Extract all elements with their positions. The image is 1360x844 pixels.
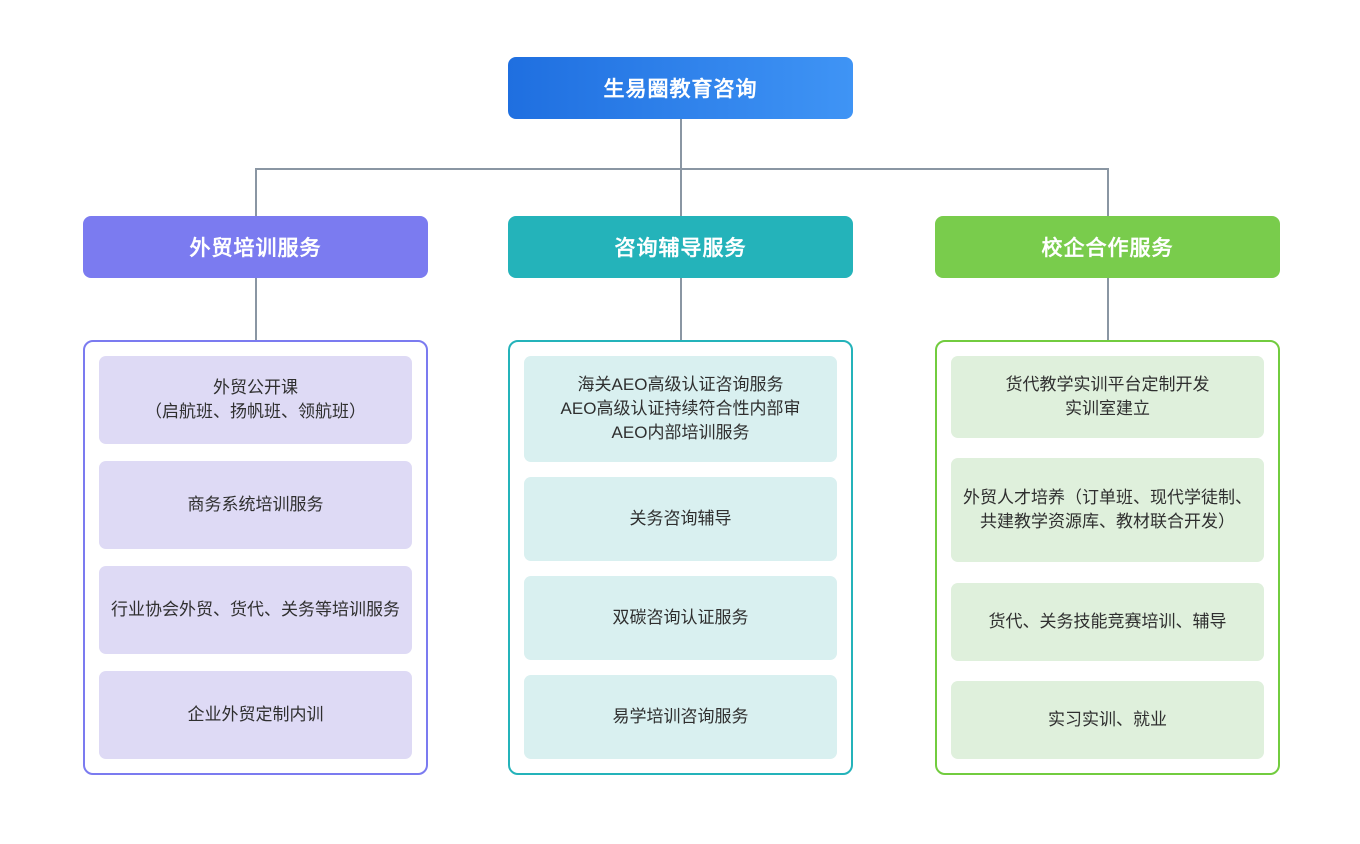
item-card[interactable]: 易学培训咨询服务 <box>524 675 837 759</box>
connector-horizontal-bus <box>255 168 1107 170</box>
branch-header-2[interactable]: 咨询辅导服务 <box>508 216 853 278</box>
item-card[interactable]: 企业外贸定制内训 <box>99 671 412 759</box>
connector-branch-3-to-panel <box>1107 278 1109 340</box>
item-card[interactable]: 货代、关务技能竞赛培训、辅导 <box>951 582 1264 661</box>
connector-branch-1-to-panel <box>255 278 257 340</box>
branch-header-3[interactable]: 校企合作服务 <box>935 216 1280 278</box>
items-panel-3: 货代教学实训平台定制开发 实训室建立 外贸人才培养（订单班、现代学徒制、共建教学… <box>935 340 1280 775</box>
branch-column-1: 外贸培训服务 外贸公开课 （启航班、扬帆班、领航班） 商务系统培训服务 行业协会… <box>83 216 428 775</box>
connector-root-stem <box>680 119 682 169</box>
connector-drop-branch-3 <box>1107 168 1109 216</box>
connector-drop-branch-2 <box>680 168 682 216</box>
branch-header-3-label: 校企合作服务 <box>1041 237 1174 260</box>
connector-branch-2-to-panel <box>680 278 682 340</box>
branch-header-2-label: 咨询辅导服务 <box>614 237 747 260</box>
item-card[interactable]: 外贸人才培养（订单班、现代学徒制、共建教学资源库、教材联合开发） <box>951 458 1264 563</box>
branch-column-3: 校企合作服务 货代教学实训平台定制开发 实训室建立 外贸人才培养（订单班、现代学… <box>935 216 1280 775</box>
item-card[interactable]: 双碳咨询认证服务 <box>524 576 837 660</box>
items-panel-2: 海关AEO高级认证咨询服务 AEO高级认证持续符合性内部审 AEO内部培训服务 … <box>508 340 853 775</box>
items-panel-1: 外贸公开课 （启航班、扬帆班、领航班） 商务系统培训服务 行业协会外贸、货代、关… <box>83 340 428 775</box>
item-card[interactable]: 关务咨询辅导 <box>524 477 837 561</box>
branch-column-2: 咨询辅导服务 海关AEO高级认证咨询服务 AEO高级认证持续符合性内部审 AEO… <box>508 216 853 775</box>
root-node[interactable]: 生易圈教育咨询 <box>508 57 853 119</box>
connector-drop-branch-1 <box>255 168 257 216</box>
branch-header-1-label: 外贸培训服务 <box>189 237 322 260</box>
item-card[interactable]: 海关AEO高级认证咨询服务 AEO高级认证持续符合性内部审 AEO内部培训服务 <box>524 356 837 462</box>
root-node-label: 生易圈教育咨询 <box>603 78 758 101</box>
item-card[interactable]: 商务系统培训服务 <box>99 461 412 549</box>
item-card[interactable]: 实习实训、就业 <box>951 680 1264 759</box>
branch-header-1[interactable]: 外贸培训服务 <box>83 216 428 278</box>
item-card[interactable]: 货代教学实训平台定制开发 实训室建立 <box>951 356 1264 438</box>
item-card[interactable]: 外贸公开课 （启航班、扬帆班、领航班） <box>99 356 412 444</box>
item-card[interactable]: 行业协会外贸、货代、关务等培训服务 <box>99 566 412 654</box>
